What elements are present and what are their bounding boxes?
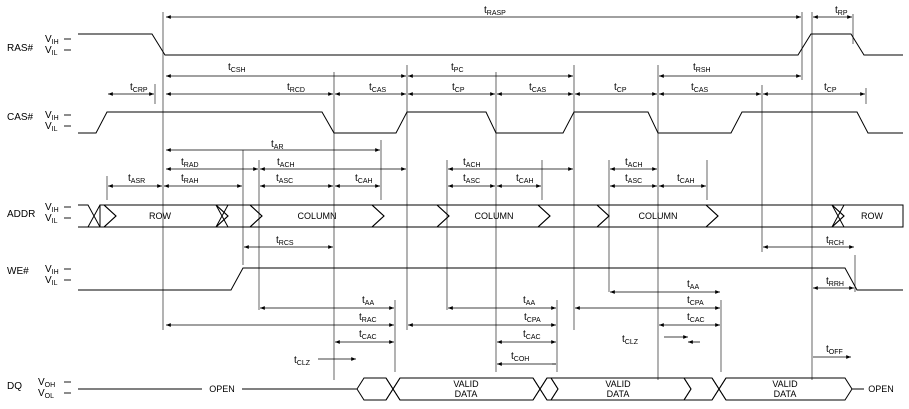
we-label: WE# <box>7 266 29 277</box>
dq-data-label-3: DATA <box>774 389 797 399</box>
dq-levels: VOH VOL <box>38 377 71 400</box>
t-cas3-label: tCAS <box>691 82 709 94</box>
dq-open-label-2: OPEN <box>868 384 894 394</box>
svg-text:VOH: VOH <box>38 377 55 389</box>
t-clz2-label: tCLZ <box>622 334 639 346</box>
addr-levels: VIH VIL <box>45 202 71 225</box>
t-cac2-label: tCAC <box>523 329 541 341</box>
timing-labels: tRASP tRP tCRP tCSH tPC tRSH tRCD tCAS tCP tCAS tC… <box>128 5 848 367</box>
ras-label: RAS# <box>7 43 34 54</box>
t-cp2-label: tCP <box>614 82 627 94</box>
t-cac1-label: tCAC <box>359 329 377 341</box>
dq-data-label-2: DATA <box>607 389 630 399</box>
svg-text:VIH: VIH <box>45 110 59 122</box>
addr-waveform <box>78 204 904 228</box>
svg-text:VIL: VIL <box>45 213 58 225</box>
t-rp-label: tRP <box>835 5 848 17</box>
t-pc-label: tPC <box>451 62 464 74</box>
t-rac-label: tRAC <box>359 312 377 324</box>
dq-valid-label-2: VALID <box>605 379 631 389</box>
t-asc2-label: tASC <box>463 173 480 185</box>
timing-dimensions <box>108 15 865 366</box>
svg-text:VIH: VIH <box>45 202 59 214</box>
t-asc3-label: tASC <box>625 173 642 185</box>
svg-text:VIH: VIH <box>45 264 59 276</box>
t-asc1-label: tASC <box>276 173 293 185</box>
t-cpa2-label: tCPA <box>687 295 704 307</box>
we-waveform <box>78 267 903 291</box>
t-asr-label: tASR <box>128 173 145 185</box>
t-off-label: tOFF <box>826 344 843 356</box>
t-cah3-label: tCAH <box>677 173 695 185</box>
t-aa3-label: tAA <box>687 279 699 291</box>
addr-row-label: ROW <box>149 211 172 221</box>
t-cpa1-label: tCPA <box>524 312 541 324</box>
t-aa1-label: tAA <box>362 295 374 307</box>
t-ach1-label: tACH <box>277 157 295 169</box>
t-rsh-label: tRSH <box>693 62 711 74</box>
ras-waveform <box>78 33 903 56</box>
t-cah1-label: tCAH <box>355 173 373 185</box>
svg-text:VIH: VIH <box>45 34 59 46</box>
t-cp1-label: tCP <box>452 82 465 94</box>
dq-waveform <box>78 377 864 401</box>
t-cac3-label: tCAC <box>687 312 705 324</box>
t-cas2-label: tCAS <box>529 82 547 94</box>
t-rad-label: tRAD <box>181 157 199 169</box>
cas-levels: VIH VIL <box>45 110 71 133</box>
svg-text:VOL: VOL <box>38 388 54 400</box>
signal-labels: RAS# CAS# ADDR WE# DQ <box>7 43 35 392</box>
addr-column-label-1: COLUMN <box>297 211 336 221</box>
t-ach3-label: tACH <box>625 157 643 169</box>
t-clz1-label: tCLZ <box>294 355 311 367</box>
svg-text:VIL: VIL <box>45 121 58 133</box>
t-aa2-label: tAA <box>523 295 535 307</box>
t-rasp-label: tRASP <box>484 5 506 17</box>
cas-label: CAS# <box>7 112 34 123</box>
t-csh-label: tCSH <box>228 62 246 74</box>
cas-waveform <box>78 111 903 134</box>
dq-label: DQ <box>7 381 22 392</box>
svg-text:VIL: VIL <box>45 45 58 57</box>
dq-bus-labels: OPEN OPEN VALID DATA VALID DATA VALID DA… <box>209 379 894 399</box>
we-levels: VIH VIL <box>45 264 71 287</box>
addr-column-label-3: COLUMN <box>638 211 677 221</box>
level-labels: VIH VIL VIH VIL VIH VIL VIH VIL VOH VOL <box>38 34 71 400</box>
t-rch-label: tRCH <box>826 235 844 247</box>
addr-bus-labels: ROW COLUMN COLUMN COLUMN ROW <box>149 211 884 221</box>
addr-column-label-2: COLUMN <box>474 211 513 221</box>
dq-open-label: OPEN <box>209 384 235 394</box>
t-cp3-label: tCP <box>824 82 837 94</box>
t-ar-label: tAR <box>271 139 284 151</box>
addr-label: ADDR <box>7 209 35 220</box>
dq-valid-label-3: VALID <box>772 379 798 389</box>
t-cas1-label: tCAS <box>369 82 387 94</box>
svg-text:VIL: VIL <box>45 275 58 287</box>
t-rah-label: tRAH <box>181 173 199 185</box>
t-cah2-label: tCAH <box>516 173 534 185</box>
t-crp-label: tCRP <box>130 82 148 94</box>
t-rcd-label: tRCD <box>287 82 305 94</box>
addr-row-label-2: ROW <box>861 211 884 221</box>
t-rcs-label: tRCS <box>276 235 294 247</box>
dq-data-label-1: DATA <box>455 389 478 399</box>
ras-levels: VIH VIL <box>45 34 71 57</box>
t-ach2-label: tACH <box>463 157 481 169</box>
t-coh-label: tCOH <box>511 351 529 363</box>
dq-valid-label-1: VALID <box>453 379 479 389</box>
t-rrh-label: tRRH <box>826 276 844 288</box>
